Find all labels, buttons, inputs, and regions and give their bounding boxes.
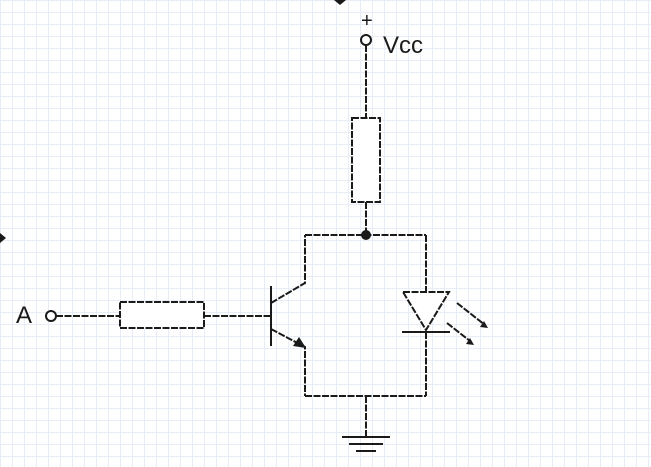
vcc-terminal xyxy=(360,34,372,46)
left-edge-marker xyxy=(0,233,6,243)
vcc-label: Vcc xyxy=(383,32,423,59)
input-label: A xyxy=(16,302,32,329)
top-edge-marker xyxy=(334,0,346,5)
input-terminal xyxy=(45,310,57,322)
vcc-plus-sign: + xyxy=(361,10,373,32)
ground-icon xyxy=(342,436,390,452)
led-symbol xyxy=(401,291,451,332)
base-resistor xyxy=(119,301,205,329)
transistor-collector-lead xyxy=(270,235,306,304)
junction-dot xyxy=(361,230,371,240)
collector-resistor xyxy=(351,117,381,203)
light-emission-arrows xyxy=(446,302,488,345)
transistor-emitter-arrow xyxy=(293,337,306,348)
